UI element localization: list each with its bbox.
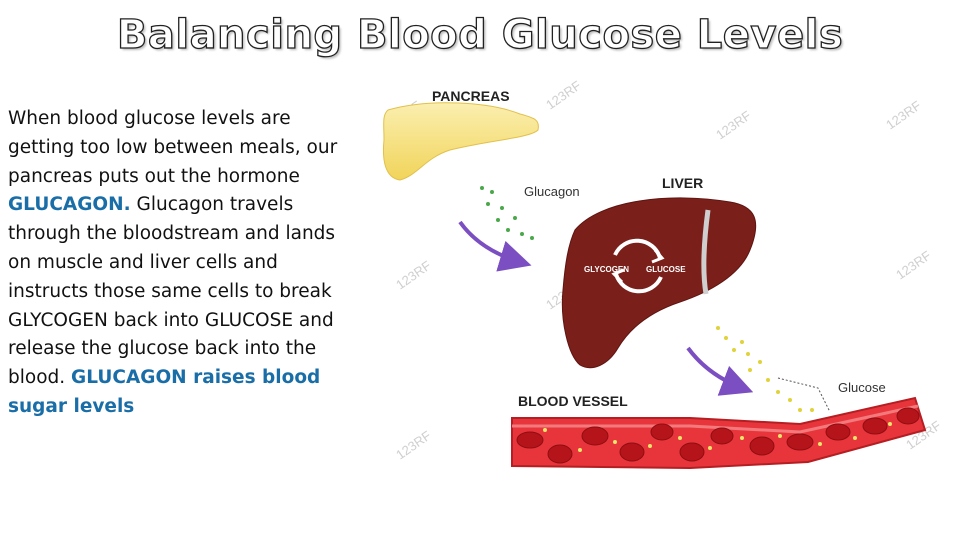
slide-title: Balancing Blood Glucose Levels	[116, 11, 844, 58]
glucose-release-arrow	[686, 346, 754, 396]
intro-text: When blood glucose levels are getting to…	[8, 108, 338, 187]
glucose-cycle-label: GLUCOSE	[646, 265, 686, 274]
svg-text:123RF: 123RF	[713, 108, 754, 143]
pancreas-label: PANCREAS	[432, 88, 510, 104]
glycogen-cycle-label: GLYCOGEN	[584, 265, 629, 274]
glucose-callout-line	[777, 377, 831, 413]
pancreas-illustration	[382, 102, 539, 181]
body-text: When blood glucose levels are getting to…	[8, 105, 338, 422]
glucagon-arrow	[458, 220, 532, 272]
blood-glucose-dots	[543, 422, 892, 452]
hormone-highlight: GLUCAGON.	[8, 194, 131, 216]
blood-vessel-label: BLOOD VESSEL	[518, 393, 628, 409]
red-blood-cells	[516, 407, 920, 464]
glucose-dots	[716, 326, 814, 412]
glucagon-label: Glucagon	[524, 184, 580, 199]
svg-text:123RF: 123RF	[543, 80, 584, 112]
svg-text:123RF: 123RF	[393, 258, 434, 293]
liver-label: LIVER	[662, 175, 703, 191]
glucose-label: Glucose	[838, 380, 886, 395]
svg-text:123RF: 123RF	[893, 248, 934, 283]
detail-text: Glucagon travels through the bloodstream…	[8, 194, 336, 389]
svg-text:123RF: 123RF	[883, 98, 924, 133]
glucagon-dots	[480, 186, 534, 240]
glycogen-glucose-cycle-icon	[611, 238, 665, 294]
svg-text:123RF: 123RF	[393, 428, 434, 463]
conclusion-highlight: GLUCAGON raises blood sugar levels	[8, 367, 321, 417]
glucagon-diagram: 123RF 123RF 123RF 123RF 123RF 123RF 123R…	[382, 80, 944, 470]
